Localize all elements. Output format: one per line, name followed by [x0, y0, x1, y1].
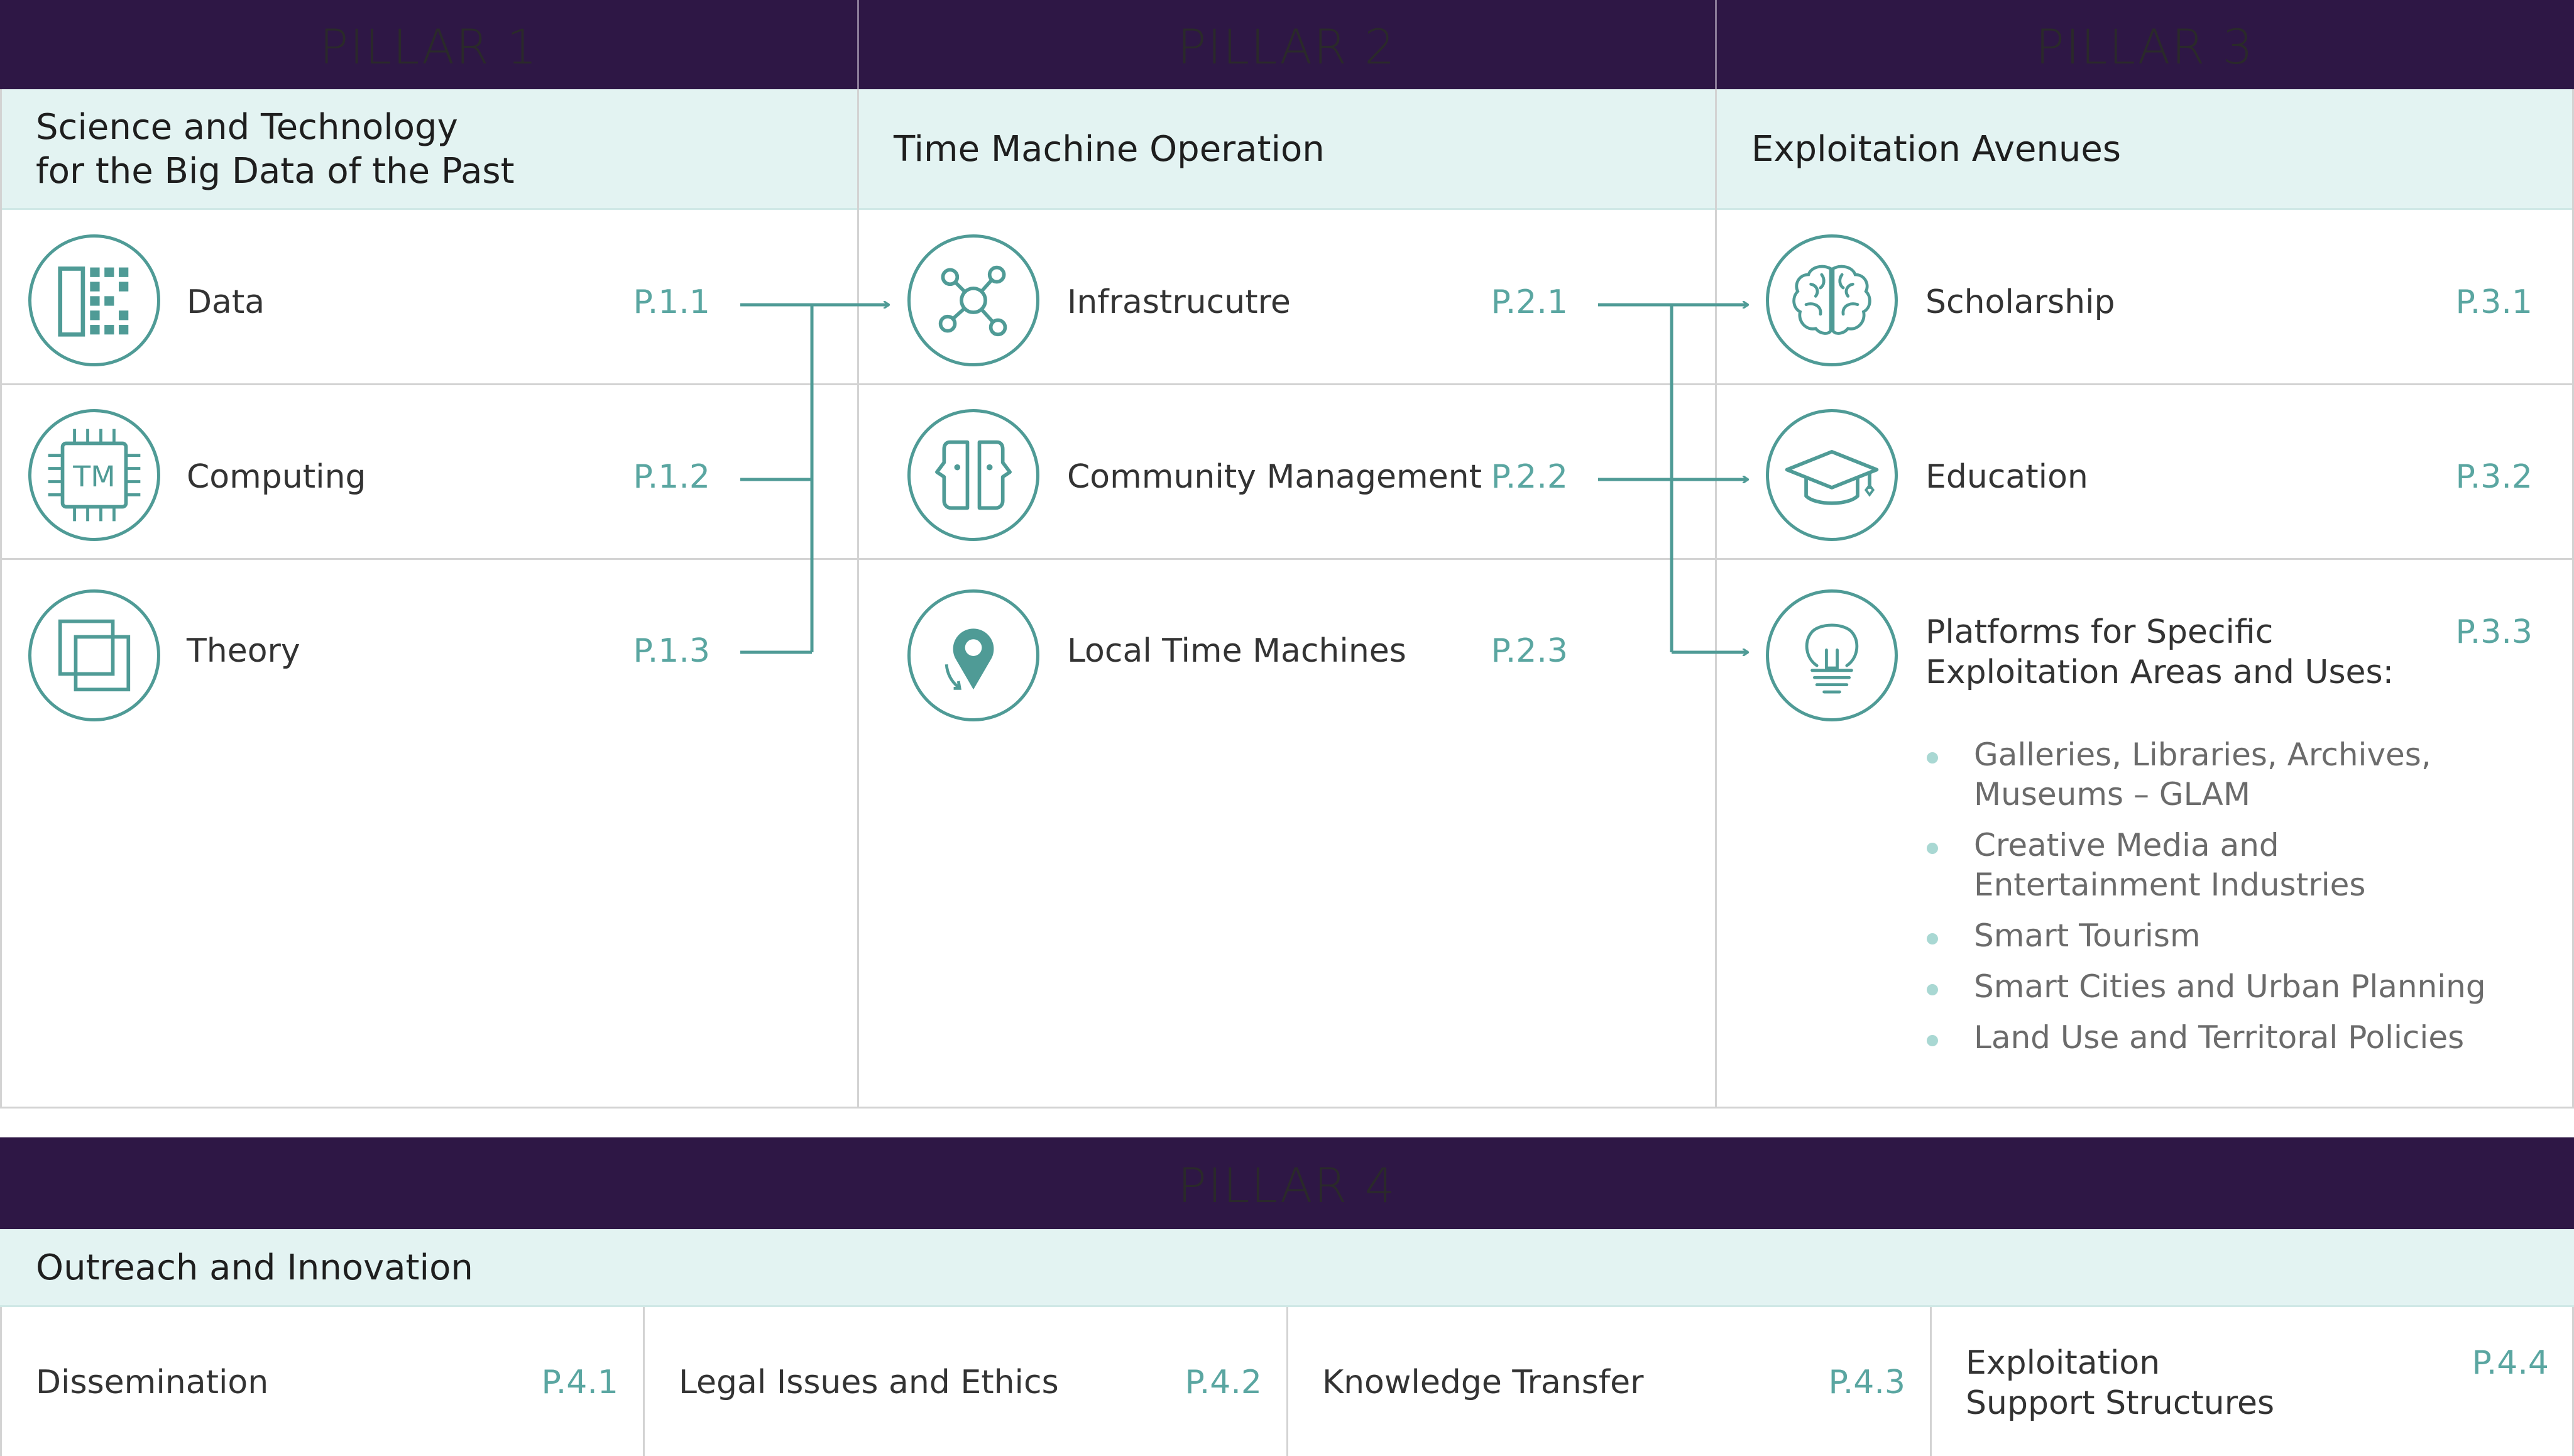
frame-right: [2572, 89, 2574, 1108]
item-code-p33: P.3.3: [2455, 613, 2533, 651]
list-item: Creative Media and Entertainment Industr…: [1927, 826, 2555, 905]
row-divider: [0, 558, 2574, 560]
bullet-dot: [1927, 843, 1938, 854]
item-code-p43: P.4.3: [1828, 1364, 1905, 1401]
lightbulb-icon: [1766, 589, 1898, 721]
header-divider: [1715, 0, 1717, 89]
item-code-p23: P.2.3: [1491, 632, 1568, 670]
column-divider: [1715, 89, 1717, 1108]
item-code-p13: P.1.3: [633, 632, 710, 670]
overlapping-squares-icon: [28, 589, 160, 721]
column-divider: [1930, 1307, 1932, 1456]
item-label-local-time-machines: Local Time Machines: [1067, 632, 1406, 670]
item-label-exploitation-support: Exploitation Support Structures: [1966, 1344, 2275, 1422]
frame-left: [0, 89, 2, 1108]
item-label-platforms: Platforms for Specific Exploitation Area…: [1925, 613, 2394, 691]
bullet-dot: [1927, 1035, 1938, 1046]
list-item: Land Use and Territoral Policies: [1927, 1018, 2555, 1058]
frame-bottom: [0, 1107, 2574, 1108]
frame-left: [0, 1307, 2, 1456]
item-code-p12: P.1.2: [633, 458, 710, 496]
bullet-dot: [1927, 933, 1938, 944]
graduation-cap-icon: [1766, 409, 1898, 541]
item-code-p22: P.2.2: [1491, 458, 1568, 496]
brain-icon: [1766, 234, 1898, 366]
tm-chip-icon: TM: [28, 409, 160, 541]
item-label-computing: Computing: [187, 458, 366, 496]
data-grid-icon: [28, 234, 160, 366]
pillar-1-subtitle: Science and Technology for the Big Data …: [36, 107, 515, 192]
row-divider: [0, 383, 2574, 385]
pillars-subheader-bar: [0, 89, 2574, 210]
svg-text:TM: TM: [72, 460, 115, 493]
bullet-dot: [1927, 752, 1938, 764]
item-code-p44: P.4.4: [2472, 1344, 2549, 1382]
list-item: Smart Tourism: [1927, 916, 2555, 956]
pillar-4-subtitle: Outreach and Innovation: [36, 1247, 473, 1288]
header-divider: [857, 0, 859, 89]
item-label-community-management: Community Management: [1067, 458, 1482, 496]
item-code-p42: P.4.2: [1185, 1364, 1262, 1401]
pillar-2-subtitle: Time Machine Operation: [894, 129, 1325, 170]
list-item: Galleries, Libraries, Archives, Museums …: [1927, 735, 2555, 814]
item-label-knowledge-transfer: Knowledge Transfer: [1322, 1364, 1644, 1401]
pillar-2-title: PILLAR 2: [1177, 19, 1396, 75]
column-divider: [643, 1307, 645, 1456]
item-label-legal-issues: Legal Issues and Ethics: [679, 1364, 1059, 1401]
frame-right: [2572, 1307, 2574, 1456]
pillars-header-bar: [0, 0, 2574, 89]
pillar-1-title: PILLAR 1: [319, 19, 539, 75]
item-code-p32: P.3.2: [2455, 458, 2533, 496]
column-divider: [857, 89, 859, 1108]
item-code-p41: P.4.1: [541, 1364, 618, 1401]
item-label-infrastructure: Infrastrucutre: [1067, 283, 1291, 321]
pillar-3-subtitle: Exploitation Avenues: [1751, 129, 2122, 170]
pillar-4-subheader-bar: [0, 1229, 2574, 1307]
item-label-education: Education: [1925, 458, 2088, 496]
list-item: Smart Cities and Urban Planning: [1927, 967, 2555, 1007]
pillar-4-header-bar: [0, 1137, 2574, 1229]
pillar-3-title: PILLAR 3: [2035, 19, 2254, 75]
location-pin-icon: [907, 589, 1039, 721]
item-label-theory: Theory: [187, 632, 300, 670]
network-nodes-icon: [907, 234, 1039, 366]
pillar-4-title: PILLAR 4: [1178, 1158, 1396, 1213]
item-code-p11: P.1.1: [633, 283, 710, 321]
exploitation-areas-list: Galleries, Libraries, Archives, Museums …: [1927, 735, 2555, 1069]
item-label-data: Data: [187, 283, 265, 321]
bullet-dot: [1927, 984, 1938, 995]
column-divider: [1286, 1307, 1288, 1456]
two-faces-icon: [907, 409, 1039, 541]
item-code-p31: P.3.1: [2455, 283, 2533, 321]
item-code-p21: P.2.1: [1491, 283, 1568, 321]
item-label-dissemination: Dissemination: [36, 1364, 269, 1401]
item-label-scholarship: Scholarship: [1925, 283, 2115, 321]
